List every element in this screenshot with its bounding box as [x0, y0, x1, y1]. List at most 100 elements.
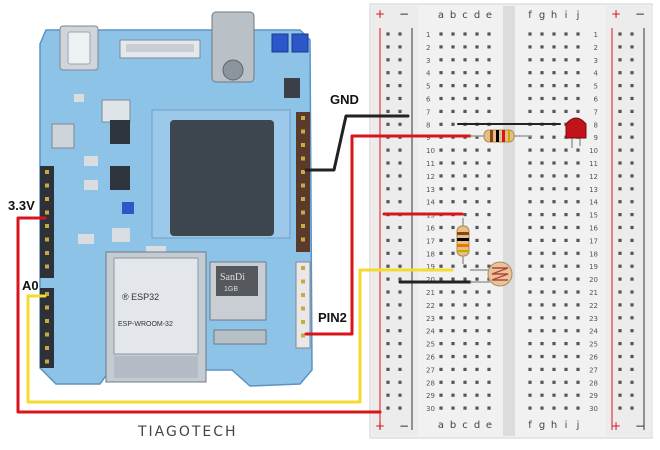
breadboard-hole	[439, 45, 443, 49]
breadboard-hole	[386, 290, 390, 294]
breadboard-hole	[630, 329, 634, 333]
wire-gnd	[304, 114, 410, 172]
breadboard-hole	[439, 277, 443, 281]
breadboard-hole	[528, 406, 532, 410]
breadboard-hole	[386, 264, 390, 268]
breadboard-hole	[552, 380, 556, 384]
breadboard-hole	[439, 58, 443, 62]
breadboard-hole	[630, 354, 634, 359]
breadboard-hole	[630, 303, 634, 307]
breadboard-hole	[552, 290, 556, 294]
breadboard-hole	[398, 380, 402, 384]
header-pin	[45, 251, 49, 255]
breadboard-hole	[463, 58, 467, 62]
row-number: 14	[589, 199, 598, 207]
breadboard-hole	[552, 251, 556, 255]
column-letter: j	[576, 420, 580, 431]
breadboard-hole	[398, 342, 402, 346]
breadboard-hole	[386, 122, 390, 126]
breadboard-hole	[487, 187, 491, 191]
breadboard-hole	[576, 96, 580, 101]
breadboard-hole	[630, 58, 634, 62]
breadboard-hole	[540, 45, 544, 49]
gnd-label: GND	[330, 92, 359, 107]
breadboard-hole	[386, 71, 390, 75]
breadboard-hole	[564, 71, 568, 75]
breadboard-hole	[552, 367, 556, 371]
header-pin	[301, 197, 305, 201]
breadboard-hole	[618, 354, 622, 359]
breadboard-hole	[630, 213, 634, 217]
breadboard-hole	[528, 393, 532, 397]
rail-minus-sign: −	[635, 419, 645, 433]
header-pin	[45, 183, 49, 188]
breadboard-hole	[540, 393, 544, 397]
breadboard-hole	[487, 329, 491, 333]
sd-card-brand: SanDi	[220, 272, 245, 283]
breadboard-hole	[540, 225, 544, 230]
breadboard-hole	[618, 406, 622, 410]
breadboard-hole	[528, 32, 532, 36]
breadboard-hole	[552, 174, 556, 178]
breadboard-hole	[618, 251, 622, 255]
row-number: 19	[589, 263, 598, 271]
breadboard-hole	[386, 329, 390, 333]
breadboard-hole	[451, 174, 455, 178]
breadboard-hole	[386, 200, 390, 204]
breadboard-hole	[439, 329, 443, 333]
breadboard-hole	[576, 290, 580, 294]
breadboard-hole	[630, 406, 634, 410]
row-number: 29	[589, 392, 598, 400]
breadboard-hole	[463, 71, 467, 75]
breadboard-hole	[540, 161, 544, 165]
breadboard-hole	[439, 406, 443, 410]
row-number: 4	[594, 70, 599, 78]
row-number: 11	[589, 160, 598, 168]
breadboard-hole	[487, 354, 491, 359]
breadboard-hole	[398, 329, 402, 333]
breadboard-hole	[487, 316, 491, 320]
breadboard-hole	[630, 290, 634, 294]
row-number: 14	[426, 199, 435, 207]
breadboard-hole	[540, 148, 544, 152]
rail-plus-sign: +	[611, 7, 621, 21]
breadboard-hole	[564, 174, 568, 178]
breadboard-hole	[398, 96, 402, 101]
breadboard-hole	[439, 342, 443, 346]
breadboard-hole	[552, 238, 556, 242]
breadboard-hole	[398, 238, 402, 242]
module-label-model: ESP-WROOM-32	[118, 321, 173, 328]
breadboard-hole	[630, 45, 634, 49]
breadboard-hole	[487, 393, 491, 397]
breadboard-hole	[463, 109, 467, 113]
breadboard-hole	[564, 58, 568, 62]
breadboard-hole	[576, 264, 580, 268]
breadboard-hole	[618, 148, 622, 152]
breadboard-hole	[630, 71, 634, 75]
row-number: 30	[426, 405, 435, 413]
breadboard-hole	[398, 290, 402, 294]
breadboard-hole	[630, 122, 634, 126]
breadboard-hole	[528, 71, 532, 75]
breadboard-hole	[540, 109, 544, 113]
breadboard-hole	[463, 200, 467, 204]
breadboard-hole	[398, 109, 402, 113]
header-pin	[45, 292, 49, 296]
row-number: 29	[426, 392, 435, 400]
header-pin	[45, 346, 49, 350]
breadboard-hole	[439, 84, 443, 88]
row-number: 20	[426, 276, 435, 284]
header-pin	[45, 319, 49, 323]
breadboard-hole	[439, 161, 443, 165]
row-number: 2	[594, 44, 598, 52]
breadboard-hole	[398, 200, 402, 204]
breadboard-hole	[475, 303, 479, 307]
row-number: 17	[589, 237, 598, 245]
breadboard-hole	[475, 135, 479, 139]
breadboard-hole	[564, 264, 568, 268]
breadboard-hole	[475, 200, 479, 204]
breadboard-hole	[475, 96, 479, 101]
breadboard-hole	[630, 84, 634, 88]
breadboard-hole	[618, 45, 622, 49]
